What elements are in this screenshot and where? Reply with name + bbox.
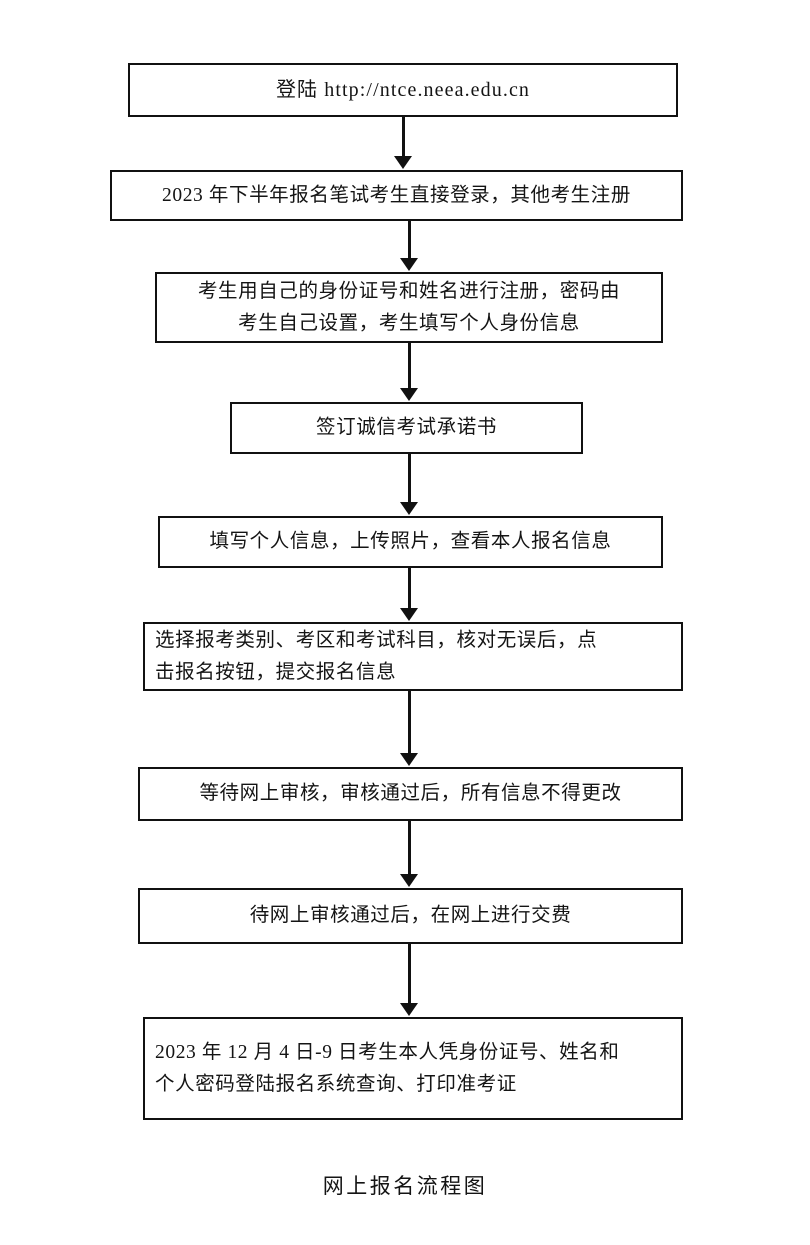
- step-label: 登陆 http://ntce.neea.edu.cn: [275, 78, 531, 101]
- arrow-head-icon: [400, 753, 418, 766]
- arrow-fill-info-to-select-category: [396, 568, 422, 621]
- arrow-review-to-payment: [396, 821, 422, 887]
- diagram-caption: 网上报名流程图: [322, 1174, 488, 1198]
- arrow-head-icon: [400, 388, 418, 401]
- login-or-register-step: 2023 年下半年报名笔试考生直接登录，其他考生注册: [110, 170, 683, 221]
- step-label: 2023 年 12 月 4 日-9 日考生本人凭身份证号、姓名和 个人密码登陆报…: [155, 1041, 620, 1095]
- online-payment-step: 待网上审核通过后，在网上进行交费: [138, 888, 683, 944]
- arrow-shaft: [407, 454, 411, 503]
- arrow-select-category-to-review: [396, 691, 422, 766]
- arrow-url-to-login: [390, 117, 416, 169]
- arrow-head-icon: [400, 502, 418, 515]
- arrow-head-icon: [400, 258, 418, 271]
- login-url-step: 登陆 http://ntce.neea.edu.cn: [128, 63, 678, 117]
- arrow-shaft: [401, 117, 405, 157]
- step-label: 填写个人信息，上传照片，查看本人报名信息: [209, 531, 612, 553]
- arrow-commitment-to-fill-info: [396, 454, 422, 515]
- step-label: 等待网上审核，审核通过后，所有信息不得更改: [199, 783, 622, 805]
- register-identity-step: 考生用自己的身份证号和姓名进行注册，密码由 考生自己设置，考生填写个人身份信息: [155, 272, 663, 343]
- wait-online-review-step: 等待网上审核，审核通过后，所有信息不得更改: [138, 767, 683, 821]
- fill-info-upload-photo-step: 填写个人信息，上传照片，查看本人报名信息: [158, 516, 663, 568]
- step-label: 待网上审核通过后，在网上进行交费: [249, 905, 572, 927]
- arrow-shaft: [407, 691, 411, 754]
- select-category-submit-step: 选择报考类别、考区和考试科目，核对无误后，点 击报名按钮，提交报名信息: [143, 622, 683, 691]
- step-label: 签订诚信考试承诺书: [316, 417, 497, 439]
- arrow-shaft: [407, 821, 411, 875]
- arrow-head-icon: [394, 156, 412, 169]
- arrow-shaft: [407, 343, 411, 389]
- sign-integrity-commitment-step: 签订诚信考试承诺书: [230, 402, 583, 454]
- step-label: 考生用自己的身份证号和姓名进行注册，密码由 考生自己设置，考生填写个人身份信息: [197, 280, 621, 334]
- arrow-head-icon: [400, 1003, 418, 1016]
- arrow-head-icon: [400, 608, 418, 621]
- arrow-shaft: [407, 568, 411, 609]
- step-label: 选择报考类别、考区和考试科目，核对无误后，点 击报名按钮，提交报名信息: [155, 629, 598, 683]
- arrow-register-to-commitment: [396, 343, 422, 401]
- arrow-login-to-register: [396, 221, 422, 271]
- arrow-payment-to-print: [396, 944, 422, 1016]
- arrow-head-icon: [400, 874, 418, 887]
- arrow-shaft: [407, 221, 411, 259]
- step-label: 2023 年下半年报名笔试考生直接登录，其他考生注册: [162, 184, 631, 206]
- print-admission-ticket-step: 2023 年 12 月 4 日-9 日考生本人凭身份证号、姓名和 个人密码登陆报…: [143, 1017, 683, 1120]
- arrow-shaft: [407, 944, 411, 1004]
